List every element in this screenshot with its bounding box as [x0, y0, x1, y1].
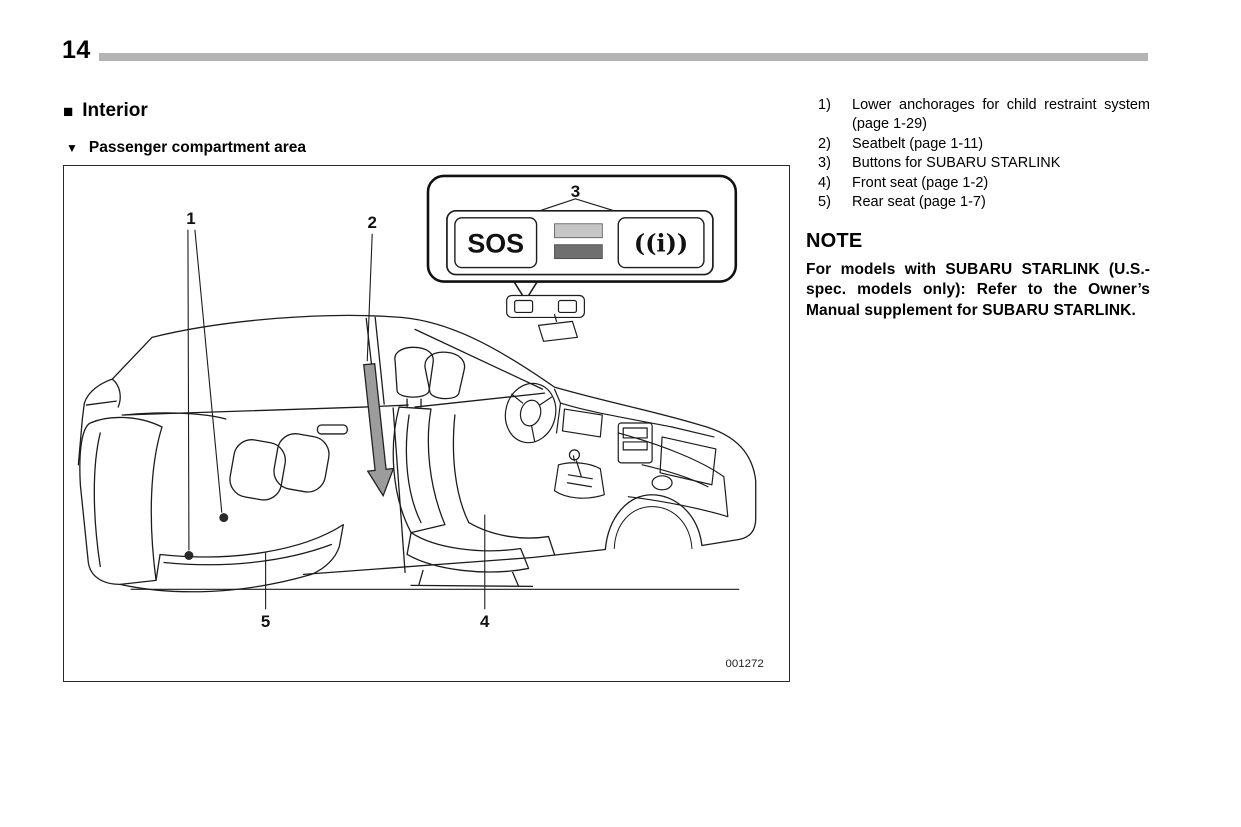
starlink-callout-panel: 3 SOS ((i)) — [426, 174, 738, 296]
list-item-text: Lower anchorages for child restraint sys… — [852, 97, 1150, 133]
front-seat — [392, 346, 556, 588]
info-button — [617, 217, 705, 269]
gear-shifter — [553, 449, 605, 499]
list-item: 4) Front seat (page 1-2) — [806, 174, 1150, 193]
callout-3-label: 3 — [571, 182, 580, 201]
callout-3-pointer — [539, 198, 615, 212]
steering-wheel — [504, 382, 557, 444]
list-item-text: Front seat (page 1-2) — [852, 174, 989, 191]
callout-1-leaders — [187, 229, 223, 551]
rearview-mirror — [537, 313, 579, 342]
latch-anchor-dot — [184, 551, 194, 560]
front-door-panel — [617, 432, 729, 518]
car-body-outline — [77, 314, 757, 590]
passenger-compartment-figure: 1 2 5 4 3 SOS ((i)) 001272 — [63, 165, 790, 682]
list-item: 3) Buttons for SUBARU STARLINK — [806, 154, 1150, 173]
callout-4-label: 4 — [480, 612, 490, 631]
section-heading-label: Interior — [82, 100, 148, 121]
front-headrest — [394, 346, 434, 398]
callout-5-label: 5 — [261, 612, 270, 631]
header-rule — [99, 53, 1148, 61]
subsection-heading: ▼ Passenger compartment area — [66, 139, 306, 157]
callout-1-label: 1 — [186, 209, 195, 228]
panel-bar-dark — [554, 244, 603, 260]
note-body: For models with SUBARU STARLINK (U.S.-sp… — [806, 260, 1150, 319]
subsection-triangle-marker: ▼ — [66, 141, 78, 155]
starlink-info-icon: ((i)) — [634, 230, 688, 258]
legend-column: 1) Lower anchorages for child restraint … — [806, 96, 1150, 321]
callout-2-leader — [366, 233, 373, 362]
dashboard-top — [553, 388, 715, 438]
rear-seat-cushion — [119, 523, 344, 593]
figure-id: 001272 — [726, 658, 764, 670]
list-item-number: 3) — [818, 155, 831, 172]
seat-rails — [410, 569, 534, 588]
list-item-text: Rear seat (page 1-7) — [852, 194, 986, 211]
panel-bar-light — [554, 223, 603, 239]
sos-button-label: SOS — [467, 229, 524, 259]
sos-button — [454, 217, 538, 269]
note-title: NOTE — [806, 229, 863, 252]
callout-annotations: 1 2 5 4 — [184, 209, 490, 631]
latch-anchor-dot — [219, 513, 229, 523]
callout-2-label: 2 — [367, 213, 376, 232]
car-interior-diagram: 1 2 5 4 3 SOS ((i)) 001272 — [77, 174, 764, 670]
list-item-text: Buttons for SUBARU STARLINK — [852, 155, 1061, 172]
list-item: 2) Seatbelt (page 1-11) — [806, 135, 1150, 154]
rear-seatback — [79, 416, 163, 586]
list-item-number: 5) — [818, 194, 831, 211]
dashboard-and-controls — [504, 294, 729, 518]
subsection-heading-label: Passenger compartment area — [88, 139, 306, 156]
page-number: 14 — [62, 36, 91, 64]
list-item-text: Seatbelt (page 1-11) — [852, 135, 984, 152]
front-seat-cushion — [406, 531, 530, 573]
list-item-number: 4) — [818, 174, 831, 191]
list-item: 1) Lower anchorages for child restraint … — [806, 96, 1150, 135]
rear-seat — [79, 416, 344, 593]
legend-list: 1) Lower anchorages for child restraint … — [806, 96, 1150, 213]
section-square-marker: ■ — [63, 101, 74, 121]
seatbelt-arrow — [363, 363, 395, 498]
glovebox — [659, 436, 717, 486]
front-seatback — [392, 406, 446, 534]
section-heading: ■ Interior — [63, 100, 148, 122]
list-item: 5) Rear seat (page 1-7) — [806, 193, 1150, 212]
list-item-number: 1) — [818, 97, 831, 113]
instrument-cluster — [561, 408, 603, 438]
rear-headrest — [229, 439, 286, 501]
list-item-number: 2) — [818, 135, 831, 152]
overhead-console — [506, 294, 585, 319]
